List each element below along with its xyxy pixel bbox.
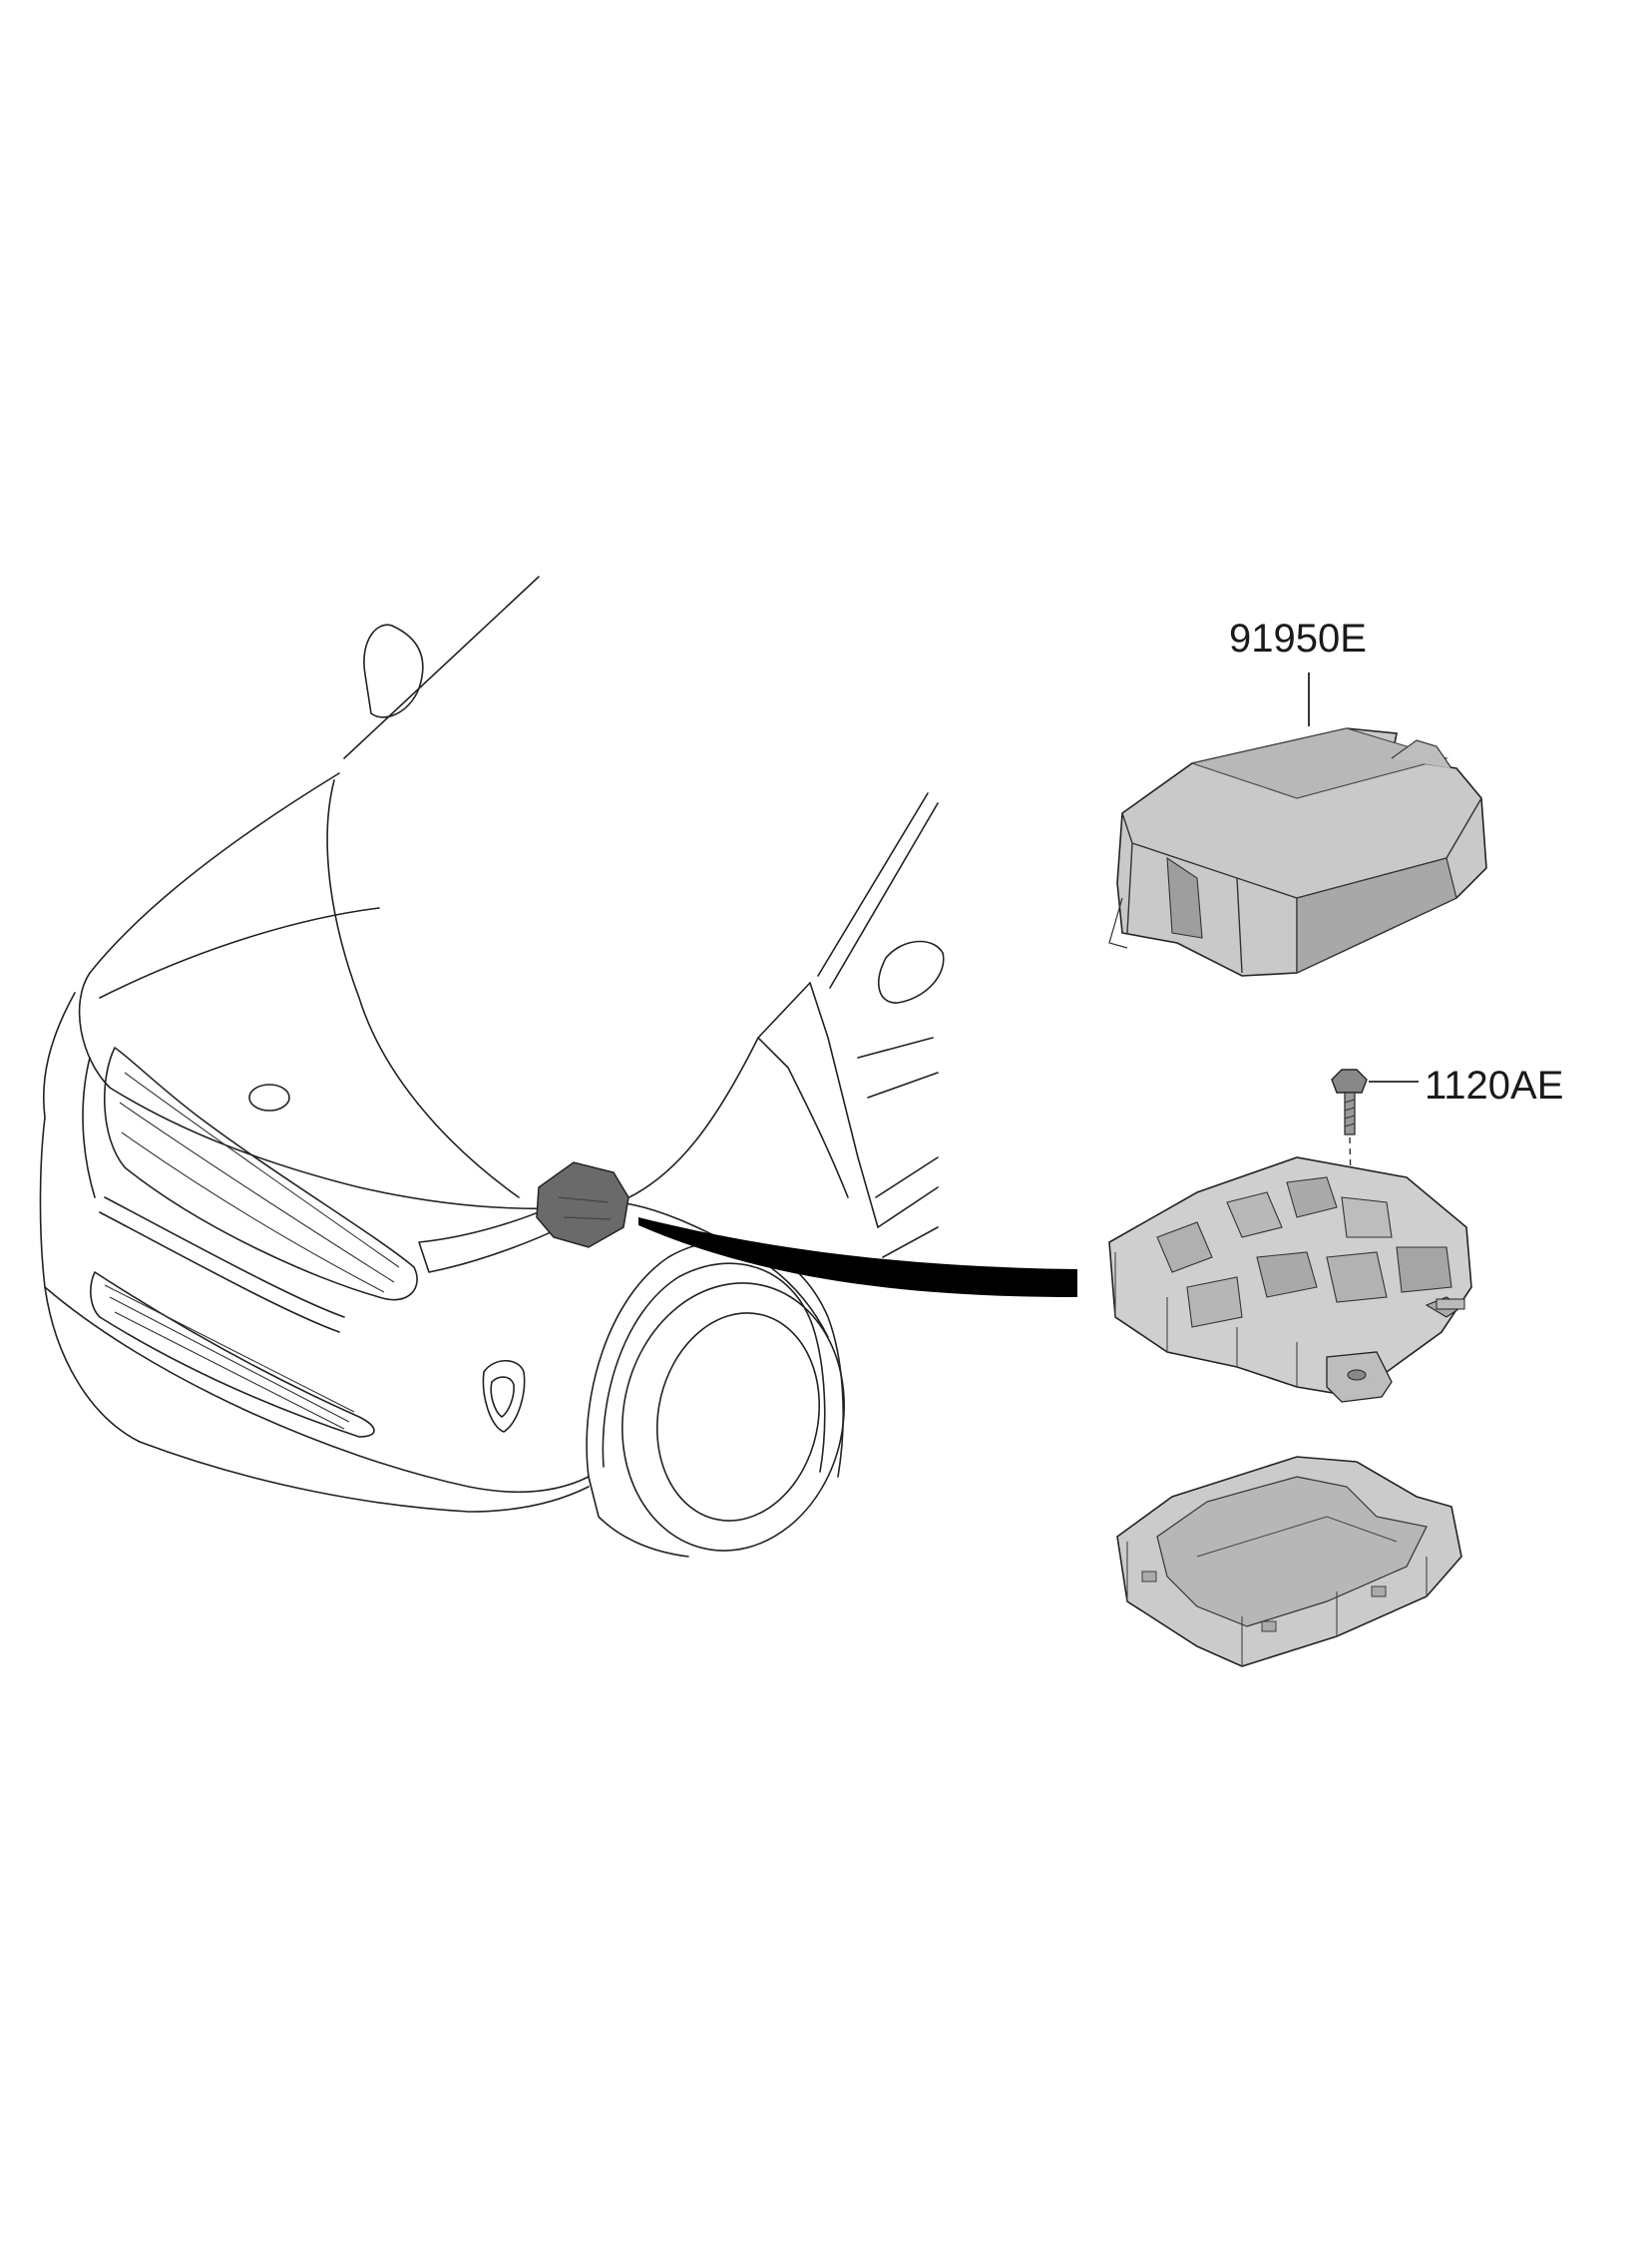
- fuse-box-body-part: [1108, 1156, 1472, 1403]
- location-connector-band: [638, 1217, 1077, 1297]
- vehicle-illustration: [39, 576, 945, 1558]
- part-number-label-upper-cover: 91950E: [1229, 617, 1367, 661]
- installed-fuse-box-icon: [536, 1161, 629, 1248]
- upper-cover-part: [1108, 727, 1487, 977]
- bolt-part: [1331, 1069, 1368, 1135]
- lower-cover-part: [1116, 1456, 1462, 1667]
- part-number-label-bolt: 1120AE: [1425, 1064, 1564, 1108]
